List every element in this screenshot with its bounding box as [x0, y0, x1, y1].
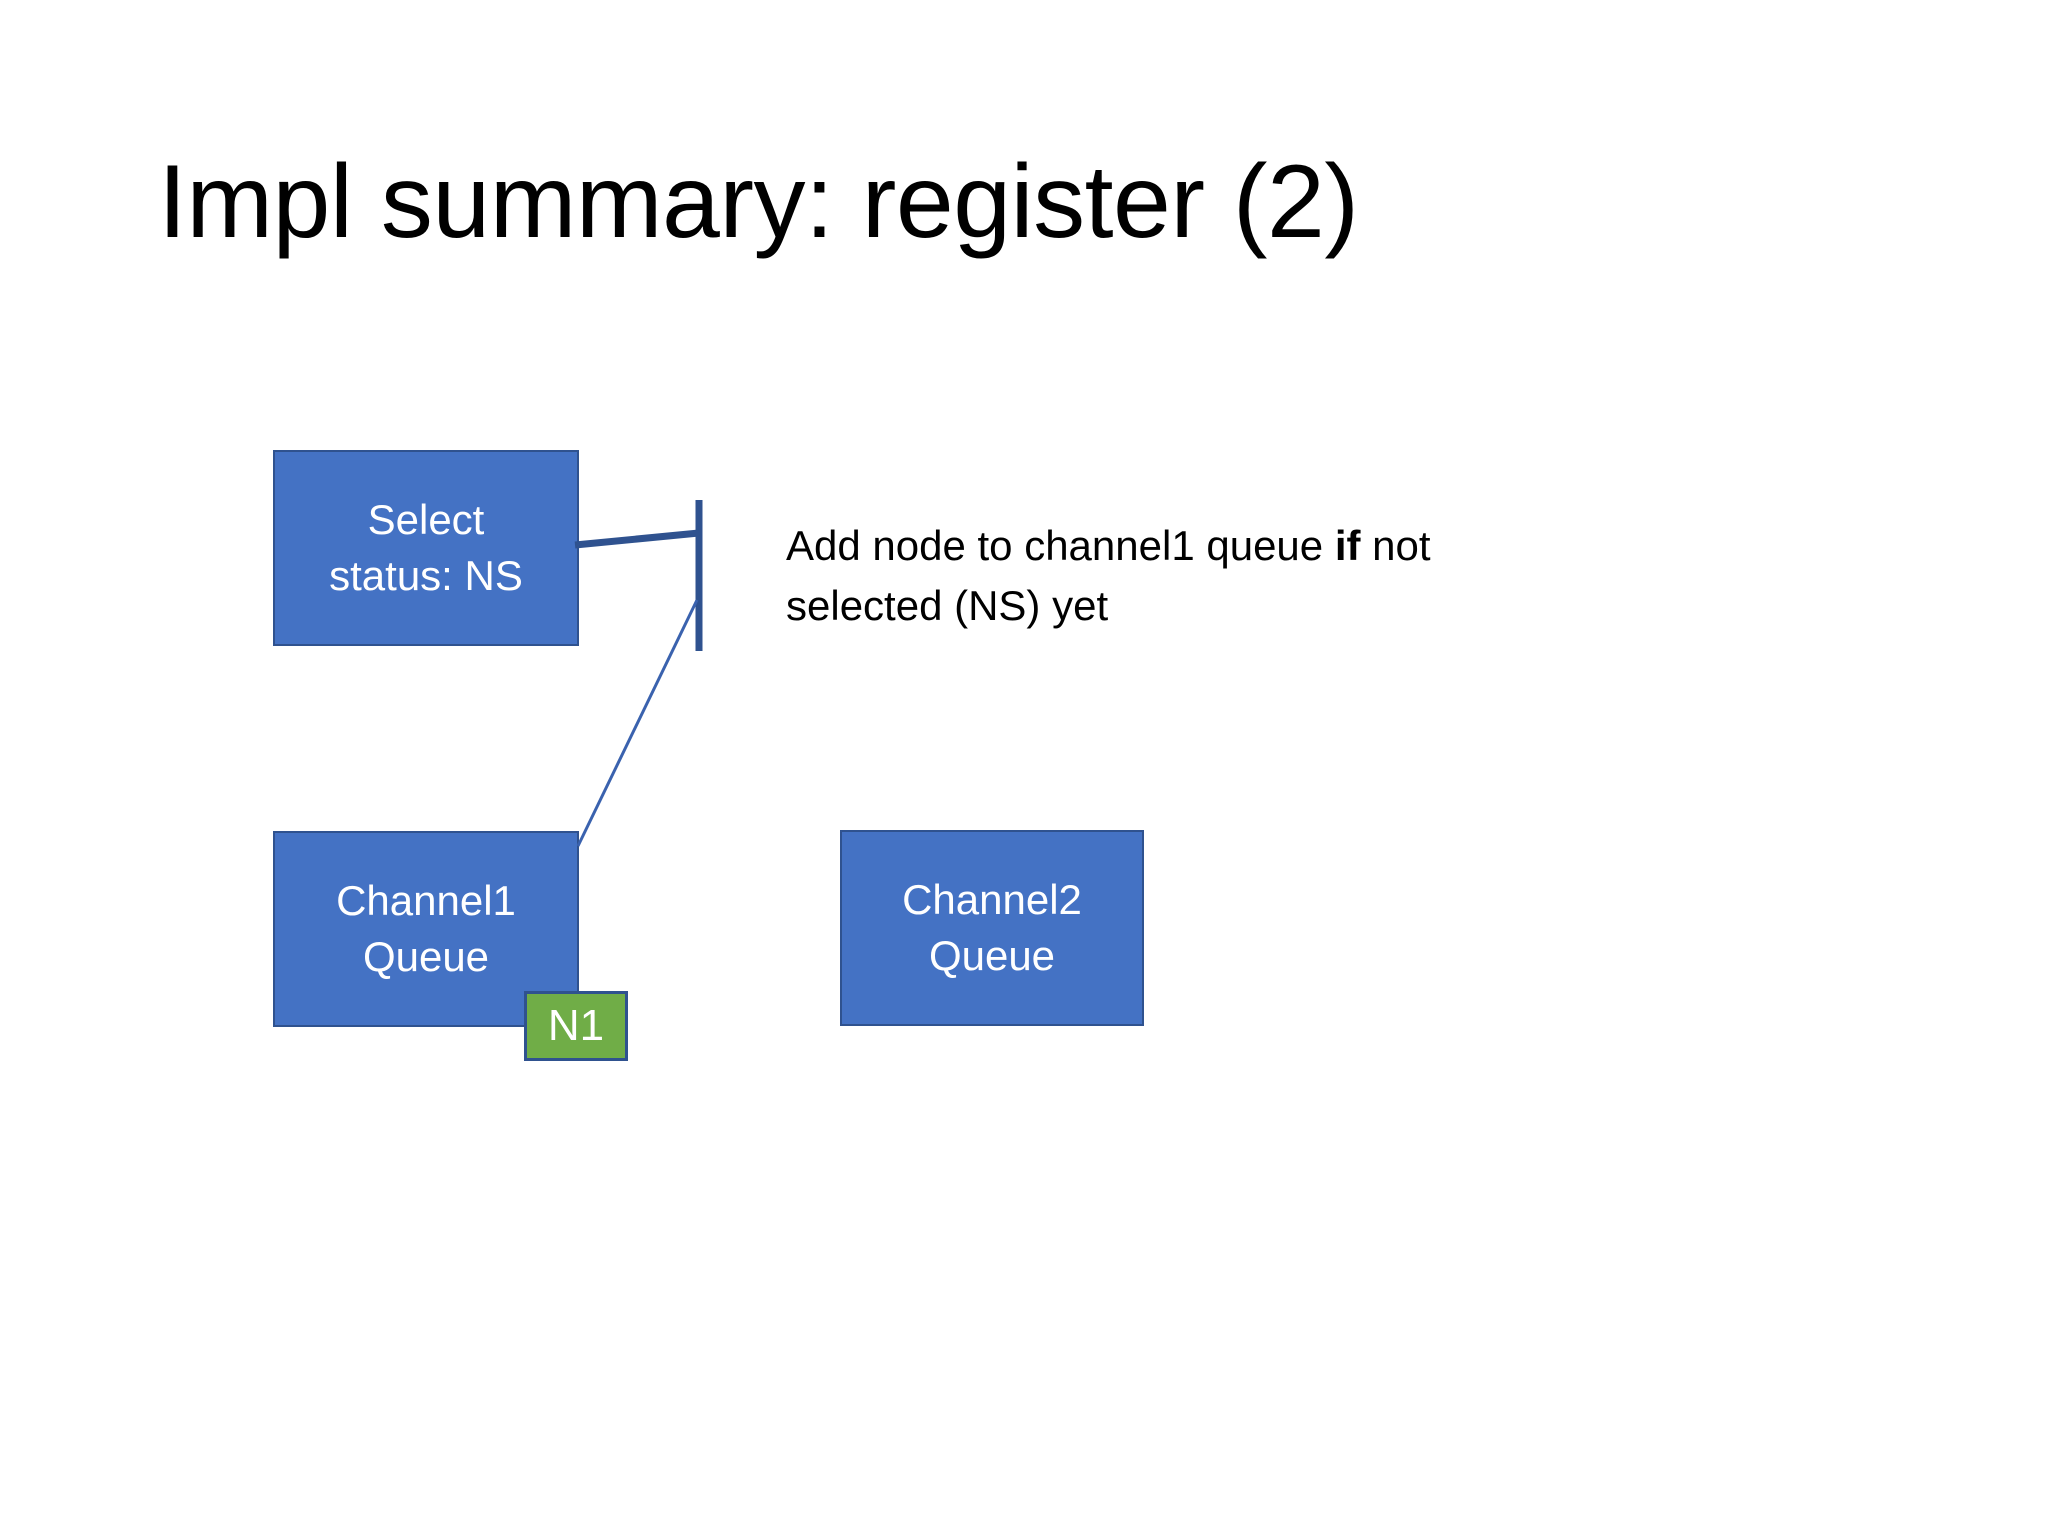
- annotation-emphasis: if: [1334, 522, 1361, 569]
- bracket-to-channel1-line: [576, 599, 699, 847]
- select-status-line1: Select: [367, 496, 485, 544]
- channel1-queue-line1: Channel1: [336, 877, 516, 925]
- node-n1-box[interactable]: N1: [524, 991, 628, 1061]
- select-status-box[interactable]: Select status: NS: [273, 450, 579, 646]
- annotation-text: Add node to channel1 queue if not select…: [786, 516, 1546, 635]
- node-n1-label: N1: [547, 1000, 605, 1050]
- channel2-queue-line2: Queue: [928, 932, 1056, 979]
- annotation-text-before: Add node to channel1 queue: [786, 522, 1335, 569]
- annotation-text-after: not selected (NS) yet: [786, 522, 1431, 629]
- channel2-queue-box[interactable]: Channel2 Queue: [840, 830, 1144, 1026]
- select-status-line2: status: NS: [329, 552, 523, 599]
- page-title: Impl summary: register (2): [158, 144, 1359, 260]
- channel2-queue-line1: Channel2: [902, 876, 1082, 924]
- select-to-bracket-line: [574, 529, 700, 549]
- channel1-queue-box[interactable]: Channel1 Queue: [273, 831, 579, 1027]
- channel1-queue-line2: Queue: [362, 933, 490, 980]
